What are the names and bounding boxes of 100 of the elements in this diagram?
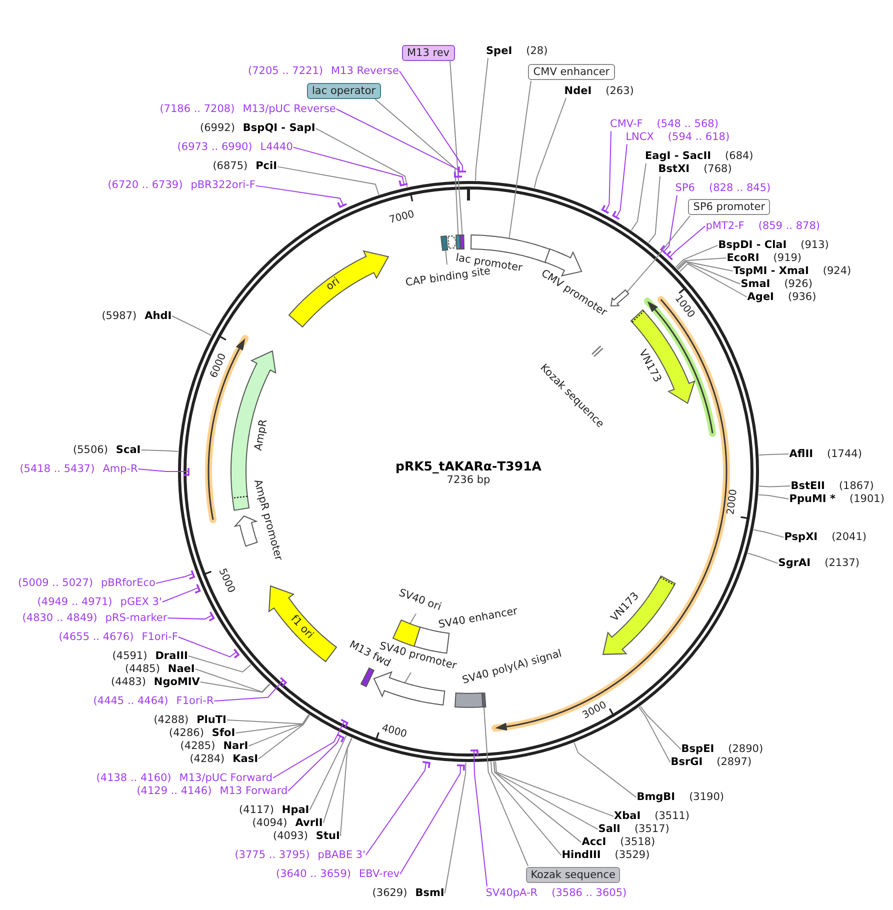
primer-name: pMT2-F xyxy=(706,220,744,232)
primer-range: (4445 .. 4464) xyxy=(93,694,168,708)
cut-position: (684) xyxy=(725,150,754,163)
primer-range: (4830 .. 4849) xyxy=(22,612,98,624)
leader-line xyxy=(155,570,195,584)
feature-block xyxy=(459,234,466,250)
primer-name: F1ori-R xyxy=(176,694,214,708)
leader-line xyxy=(534,98,566,189)
primer-range: (5009 .. 5027) xyxy=(18,576,93,590)
primer-range: (7186 .. 7208) xyxy=(160,102,235,116)
scale-label: 6000 xyxy=(208,352,230,380)
primer-range: (4138 .. 4160) xyxy=(96,772,172,784)
enzyme-name: DraIII xyxy=(155,650,188,662)
enzyme-name: HindIII xyxy=(562,848,601,862)
leader-line xyxy=(494,760,614,817)
primer-name: SP6 xyxy=(675,182,695,195)
scale-label: 5000 xyxy=(215,566,237,595)
leader-line xyxy=(404,672,412,684)
cut-position: (919) xyxy=(773,252,802,264)
leader-line xyxy=(758,454,790,456)
leader-line xyxy=(398,70,467,173)
feature-band xyxy=(610,289,630,307)
enzyme-name: AgeI xyxy=(747,290,774,304)
enzyme-name: EcoRI xyxy=(726,252,760,264)
primer-name: M13 Reverse xyxy=(331,64,399,78)
leader-line xyxy=(200,682,270,693)
primer-range: (594 .. 618) xyxy=(668,130,730,144)
leader-line xyxy=(214,676,287,702)
primer-range: (859 .. 878) xyxy=(758,220,820,232)
primer-range: (4949 .. 4971) xyxy=(37,596,112,608)
enzyme-name: BstEII xyxy=(790,480,825,492)
leader-line xyxy=(138,467,190,476)
plasmid-size: 7236 bp xyxy=(446,474,490,486)
cut-position: (4485) xyxy=(125,662,160,676)
leader-line xyxy=(675,244,718,268)
leader-line xyxy=(678,261,741,284)
leader-line xyxy=(277,166,380,196)
leader-line xyxy=(630,162,646,231)
cut-position: (3518) xyxy=(620,836,656,849)
primer-name: EBV-rev xyxy=(359,868,400,880)
cut-position: (3517) xyxy=(634,822,670,836)
enzyme-name: PpuMI * xyxy=(789,492,836,506)
leader-line xyxy=(272,718,348,778)
primer-name: M13/pUC Forward xyxy=(179,772,272,784)
leader-line xyxy=(640,706,682,750)
enzyme-name: NarI xyxy=(223,740,248,752)
enzyme-name: SalI xyxy=(598,822,620,836)
leader-line xyxy=(475,58,488,182)
cut-position: (2137) xyxy=(824,556,860,570)
leader-line xyxy=(410,613,416,624)
cut-position: (6992) xyxy=(200,122,235,135)
cut-position: (4483) xyxy=(111,676,146,688)
cut-position: (924) xyxy=(822,264,852,278)
leader-line xyxy=(322,738,352,824)
leader-line xyxy=(248,714,310,746)
enzyme-name: BspDI - ClaI xyxy=(718,238,787,252)
cut-position: (4285) xyxy=(180,740,216,752)
primer-range: (4129 .. 4146) xyxy=(136,784,212,798)
enzyme-name: ScaI xyxy=(116,444,141,456)
primer-name: pGEX 3' xyxy=(120,596,162,608)
enzyme-name: SmaI xyxy=(740,278,770,290)
cut-position: (4117) xyxy=(239,804,274,816)
enzyme-name: SfoI xyxy=(212,726,236,740)
scale-label: 2000 xyxy=(725,488,740,515)
feature-label: f1 ori xyxy=(288,612,316,642)
leader-line xyxy=(638,706,671,763)
enzyme-name: NdeI xyxy=(564,84,592,98)
leader-line xyxy=(226,714,310,724)
enzyme-name: BsmI xyxy=(415,886,444,900)
scale-label: 4000 xyxy=(380,722,408,742)
leader-line xyxy=(365,761,430,856)
cut-position: (4286) xyxy=(169,726,204,740)
cut-position: (5506) xyxy=(73,444,108,456)
leader-line xyxy=(194,668,270,692)
primer-range: (5418 .. 5437) xyxy=(20,462,95,476)
leader-line xyxy=(445,249,448,266)
feature-label: AmpR xyxy=(252,418,270,452)
primer-name: pBABE 3' xyxy=(318,848,366,862)
leader-line xyxy=(374,98,459,236)
leader-line xyxy=(648,176,660,244)
leader-line xyxy=(679,263,748,298)
leader-line xyxy=(178,636,240,659)
enzyme-name: PciI xyxy=(256,160,278,174)
leader-line xyxy=(450,60,463,236)
leader-line xyxy=(235,714,310,734)
enzyme-name: KasI xyxy=(232,752,258,766)
leader-line xyxy=(677,261,734,272)
enzyme-name: NaeI xyxy=(168,662,195,676)
cut-position: (5987) xyxy=(102,310,137,322)
cut-position: (1744) xyxy=(827,448,862,460)
plasmid-name: pRK5_tAKARα-T391A xyxy=(396,458,542,474)
feature-callout: lac operator xyxy=(307,82,381,98)
leader-line xyxy=(140,450,179,452)
leader-line xyxy=(483,707,528,866)
leader-line xyxy=(292,146,408,186)
leader-line xyxy=(753,529,784,538)
cut-position: (1901) xyxy=(850,492,884,506)
primer-name: LNCX xyxy=(626,130,654,144)
primer-name: pRS-marker xyxy=(105,612,168,624)
enzyme-name: XbaI xyxy=(614,810,641,823)
